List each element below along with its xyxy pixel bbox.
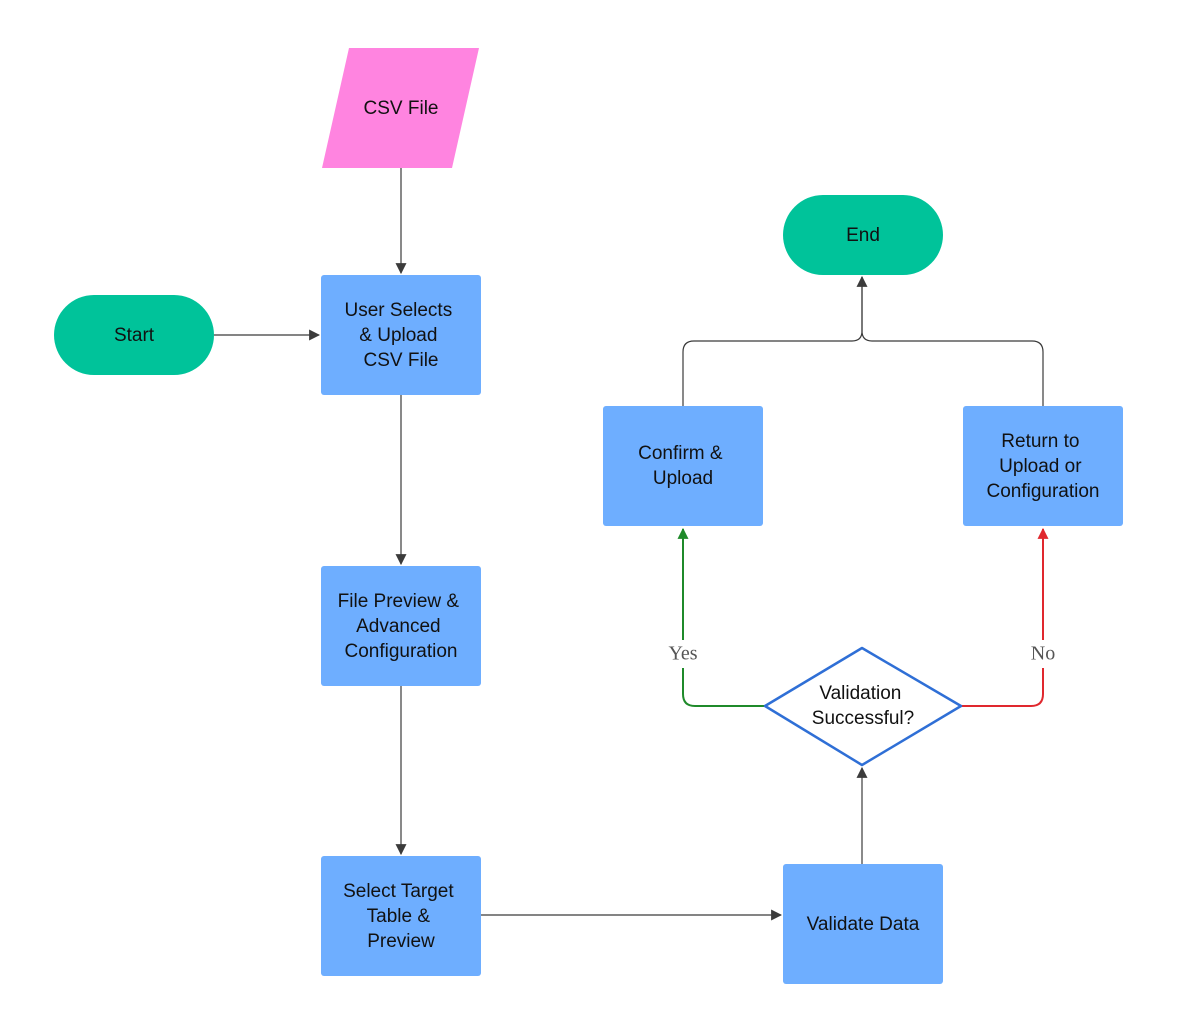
- end-node[interactable]: End: [783, 195, 943, 275]
- confirm-node[interactable]: Confirm & Upload: [603, 406, 763, 526]
- nodes: CSV File Start User Selects & Upload CSV…: [54, 48, 1123, 984]
- csv-file-label: CSV File: [364, 98, 439, 119]
- edge-labels: Yes No: [661, 640, 1062, 668]
- decision-label: Validation Successful?: [812, 683, 914, 729]
- preview-label: File Preview & Advanced Configuration: [338, 591, 465, 662]
- return-label: Return to Upload or Configuration: [986, 431, 1099, 502]
- edge-label-yes: Yes: [668, 643, 697, 665]
- no-label-bg: [1024, 640, 1062, 668]
- edge-decision-no-to-return: [961, 527, 1049, 707]
- edge-label-no: No: [1031, 643, 1055, 665]
- end-label: End: [846, 225, 880, 246]
- return-shape: [963, 406, 1123, 526]
- start-node[interactable]: Start: [54, 295, 214, 375]
- edge-return-to-end: [861, 277, 1044, 406]
- start-shape: [54, 295, 214, 375]
- confirm-label: Confirm & Upload: [638, 443, 728, 489]
- select-target-label: Select Target Table & Preview: [343, 881, 459, 952]
- csv-file-node[interactable]: CSV File: [322, 48, 479, 168]
- decision-node[interactable]: Validation Successful?: [763, 646, 963, 767]
- edges: [214, 168, 1049, 921]
- upload-node[interactable]: User Selects & Upload CSV File: [321, 275, 481, 395]
- validate-label: Validate Data: [807, 914, 920, 935]
- upload-label: User Selects & Upload CSV File: [345, 300, 458, 371]
- validate-shape: [783, 864, 943, 984]
- decision-shape: [763, 646, 963, 767]
- select-target-node[interactable]: Select Target Table & Preview: [321, 856, 481, 976]
- start-label: Start: [114, 325, 155, 346]
- preview-shape: [321, 566, 481, 686]
- yes-label-bg: [661, 640, 705, 668]
- edge-decision-yes-to-confirm: [677, 527, 765, 707]
- validate-node[interactable]: Validate Data: [783, 864, 943, 984]
- confirm-shape: [603, 406, 763, 526]
- end-shape: [783, 195, 943, 275]
- return-node[interactable]: Return to Upload or Configuration: [963, 406, 1123, 526]
- preview-node[interactable]: File Preview & Advanced Configuration: [321, 566, 481, 686]
- select-target-shape: [321, 856, 481, 976]
- upload-shape: [321, 275, 481, 395]
- edge-confirm-to-end: [682, 275, 868, 406]
- csv-file-shape: [322, 48, 479, 168]
